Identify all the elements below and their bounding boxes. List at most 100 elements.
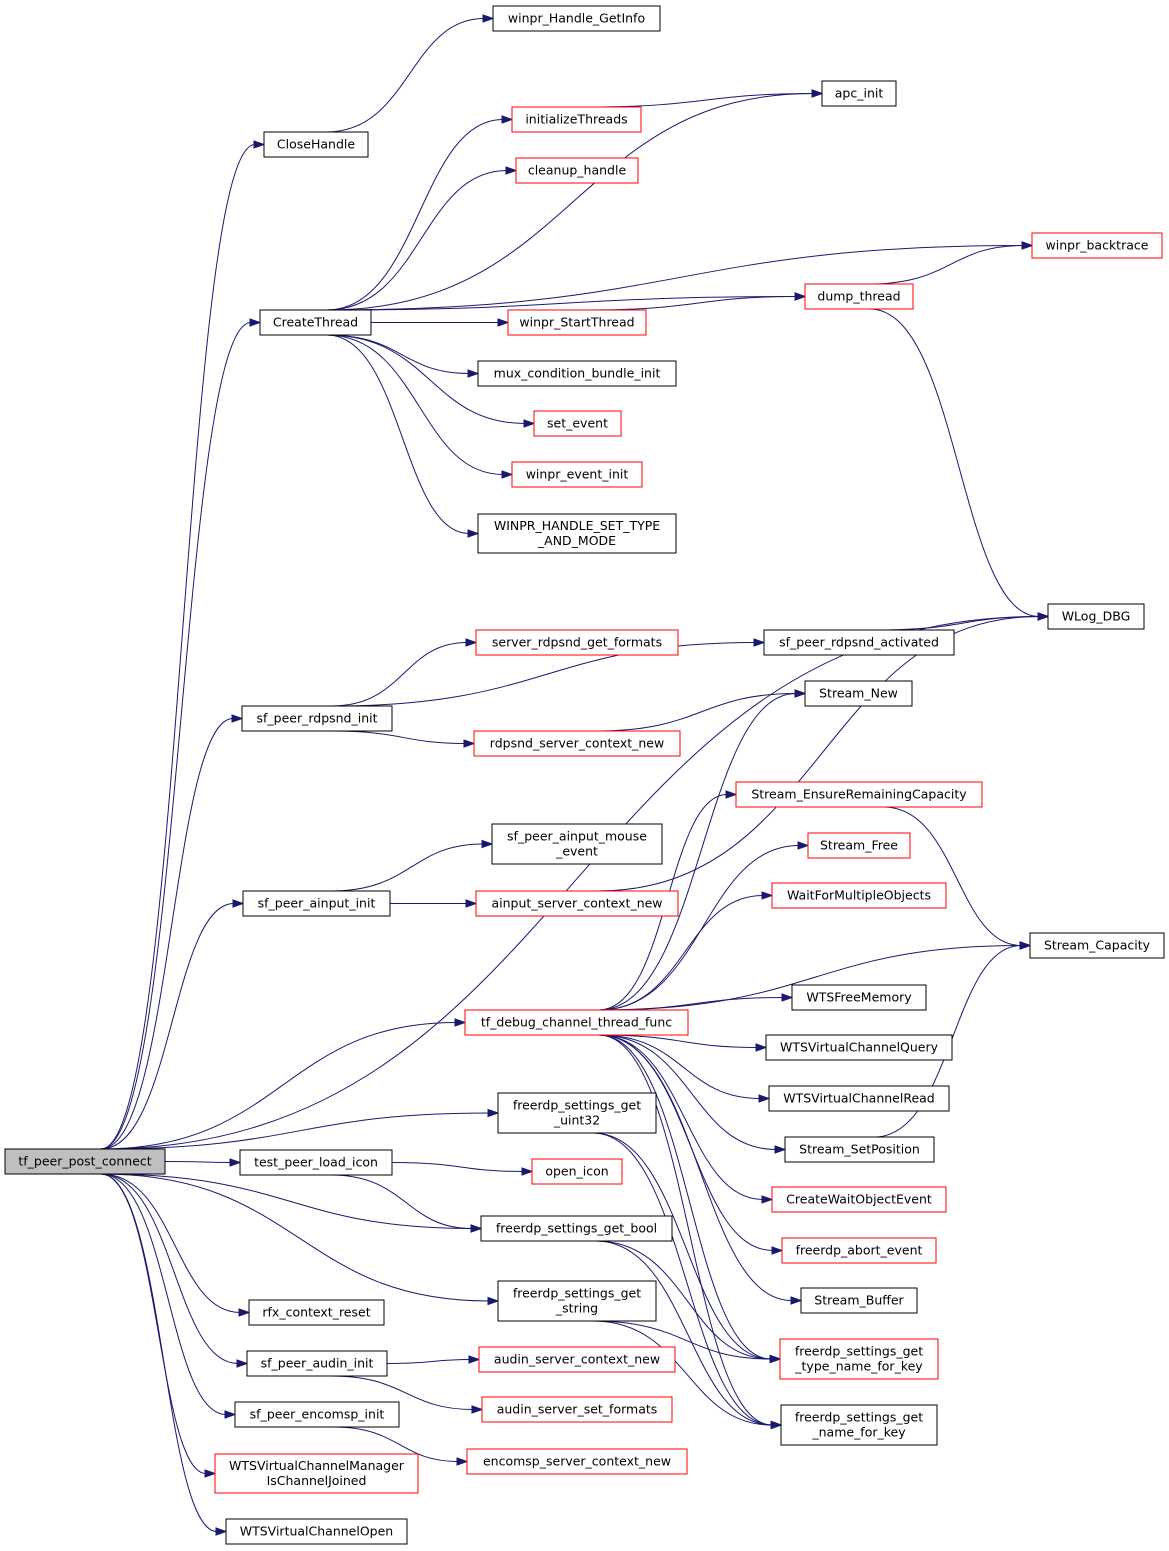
node-box [497, 1280, 657, 1322]
node-freerdp-settings-get-uint32[interactable]: freerdp_settings_get_uint32 [497, 1092, 657, 1134]
edge-tf-peer-post-connect-to-test-peer-load-icon [164, 1161, 232, 1163]
node-freerdp-settings-get-name-for-key[interactable]: freerdp_settings_get_name_for_key [780, 1404, 938, 1446]
node-waitformultipleobjects[interactable]: WaitForMultipleObjects [771, 882, 947, 909]
node-initializethreads[interactable]: initializeThreads [511, 106, 642, 133]
edge-createthread-to-cleanup-handle [326, 170, 508, 311]
edge-ainput-server-context-new-to-wlog-dbg [597, 616, 1040, 892]
node-stream-capacity[interactable]: Stream_Capacity [1029, 932, 1165, 959]
node-mux-condition-bundle-init[interactable]: mux_condition_bundle_init [477, 360, 677, 387]
arrowhead-test-peer-load-icon [229, 1158, 242, 1167]
node-label: WTSVirtualChannelManager [229, 1458, 405, 1473]
arrowhead-createwaitobjectevent [761, 1195, 774, 1204]
edge-tf-peer-post-connect-to-createthread [100, 322, 252, 1150]
node-box [248, 1299, 385, 1326]
edge-test-peer-load-icon-to-open-icon [391, 1162, 524, 1172]
node-server-rdpsnd-get-formats[interactable]: server_rdpsnd_get_formats [475, 629, 679, 656]
edge-sf-peer-rdpsnd-init-to-rdpsnd-server-context-new [331, 730, 466, 744]
node-label: apc_init [835, 86, 884, 101]
node-box [765, 1034, 953, 1061]
node-wtsvirtualchannelquery[interactable]: WTSVirtualChannelQuery [765, 1034, 953, 1061]
node-tf-peer-post-connect[interactable]: tf_peer_post_connect [4, 1148, 166, 1175]
node-label: sf_peer_ainput_mouse [507, 829, 647, 844]
edge-tf-debug-channel-thread-func-to-wtsvirtualchannelread [598, 1034, 761, 1099]
node-box [497, 1092, 657, 1134]
arrowhead-initializethreads [501, 115, 514, 124]
node-closehandle[interactable]: CloseHandle [263, 131, 369, 158]
node-box [477, 513, 677, 554]
arrowhead-sf-peer-ainput-init [232, 899, 245, 908]
node-rdpsnd-server-context-new[interactable]: rdpsnd_server_context_new [473, 730, 681, 757]
node-freerdp-settings-get-type-name-for-key[interactable]: freerdp_settings_get_type_name_for_key [779, 1338, 939, 1380]
node-label: ainput_server_context_new [491, 896, 662, 911]
node-stream-ensureremainingcapacity[interactable]: Stream_EnsureRemainingCapacity [735, 781, 983, 808]
node-test-peer-load-icon[interactable]: test_peer_load_icon [239, 1149, 393, 1176]
edge-tf-peer-post-connect-to-wtsvirtualchannelopen [100, 1173, 218, 1532]
node-createthread[interactable]: CreateThread [259, 309, 372, 336]
arrowhead-wtsvirtualchannelquery [755, 1043, 768, 1052]
node-encomsp-server-context-new[interactable]: encomsp_server_context_new [466, 1448, 688, 1475]
node-cleanup-handle[interactable]: cleanup_handle [515, 157, 639, 184]
nodes-layer: tf_peer_post_connect CloseHandleCreateThr… [4, 5, 1165, 1545]
node-apc-init[interactable]: apc_init [821, 80, 897, 107]
arrowhead-rdpsnd-server-context-new [463, 739, 476, 748]
edge-tf-peer-post-connect-to-sf-peer-ainput-init [100, 903, 235, 1150]
node-winpr-backtrace[interactable]: winpr_backtrace [1031, 232, 1163, 259]
node-wtsvirtualchannelread[interactable]: WTSVirtualChannelRead [768, 1085, 950, 1112]
node-freerdp-settings-get-string[interactable]: freerdp_settings_get_string [497, 1280, 657, 1322]
node-sf-peer-audin-init[interactable]: sf_peer_audin_init [246, 1350, 388, 1377]
node-stream-buffer[interactable]: Stream_Buffer [800, 1287, 918, 1314]
node-open-icon[interactable]: open_icon [531, 1158, 623, 1185]
node-label: freerdp_settings_get [513, 1098, 641, 1113]
node-box [4, 1148, 166, 1175]
node-dump-thread[interactable]: dump_thread [804, 283, 914, 310]
node-sf-peer-encomsp-init[interactable]: sf_peer_encomsp_init [234, 1401, 400, 1428]
node-audin-server-context-new[interactable]: audin_server_context_new [478, 1346, 676, 1373]
node-set-event[interactable]: set_event [533, 410, 622, 437]
edge-sf-peer-rdpsnd-init-to-sf-peer-rdpsnd-activated [331, 642, 756, 707]
node-winpr-handle-getinfo[interactable]: winpr_Handle_GetInfo [492, 5, 661, 32]
node-label: sf_peer_encomsp_init [250, 1407, 385, 1422]
node-stream-new[interactable]: Stream_New [804, 680, 913, 707]
node-label: _string [555, 1301, 598, 1316]
node-stream-free[interactable]: Stream_Free [807, 832, 911, 859]
node-label: encomsp_server_context_new [483, 1454, 671, 1469]
node-box [263, 131, 369, 158]
node-freerdp-abort-event[interactable]: freerdp_abort_event [781, 1237, 937, 1264]
node-createwaitobjectevent[interactable]: CreateWaitObjectEvent [771, 1186, 947, 1213]
node-box [1029, 932, 1165, 959]
node-audin-server-set-formats[interactable]: audin_server_set_formats [481, 1396, 673, 1423]
node-ainput-server-context-new[interactable]: ainput_server_context_new [475, 890, 679, 917]
arrowhead-ainput-server-context-new [465, 899, 478, 908]
node-wlog-dbg[interactable]: WLog_DBG [1047, 603, 1145, 630]
node-sf-peer-ainput-mouse-event[interactable]: sf_peer_ainput_mouse_event [491, 823, 663, 865]
node-winpr-event-init[interactable]: winpr_event_init [511, 461, 643, 488]
arrowhead-tf-debug-channel-thread-func [454, 1018, 467, 1027]
node-label: test_peer_load_icon [254, 1155, 378, 1170]
node-box [475, 890, 679, 917]
edge-tf-debug-channel-thread-func-to-stream-free [598, 845, 800, 1011]
node-label: freerdp_settings_get [795, 1344, 923, 1359]
node-stream-setposition[interactable]: Stream_SetPosition [784, 1136, 935, 1163]
node-winpr-startthread[interactable]: winpr_StartThread [507, 309, 647, 336]
node-rfx-context-reset[interactable]: rfx_context_reset [248, 1299, 385, 1326]
edge-createthread-to-winpr-handle-set-type-and-mode [326, 334, 470, 534]
node-wtsvirtualchannelopen[interactable]: WTSVirtualChannelOpen [225, 1518, 408, 1545]
node-label: rdpsnd_server_context_new [490, 736, 664, 751]
arrowhead-server-rdpsnd-get-formats [465, 638, 478, 647]
node-box [507, 309, 647, 336]
node-winpr-handle-set-type-and-mode[interactable]: WINPR_HANDLE_SET_TYPE_AND_MODE [477, 513, 677, 554]
node-label: WTSVirtualChannelOpen [240, 1524, 393, 1539]
node-sf-peer-rdpsnd-init[interactable]: sf_peer_rdpsnd_init [241, 705, 393, 732]
node-box [239, 1149, 393, 1176]
node-sf-peer-rdpsnd-activated[interactable]: sf_peer_rdpsnd_activated [763, 629, 955, 656]
node-box [478, 1346, 676, 1373]
node-wtsfreememory[interactable]: WTSFreeMemory [791, 984, 927, 1011]
node-freerdp-settings-get-bool[interactable]: freerdp_settings_get_bool [480, 1215, 673, 1242]
node-tf-debug-channel-thread-func[interactable]: tf_debug_channel_thread_func [464, 1009, 689, 1036]
node-sf-peer-ainput-init[interactable]: sf_peer_ainput_init [242, 890, 391, 917]
node-label: _type_name_for_key [794, 1359, 923, 1374]
edge-tf-peer-post-connect-to-freerdp-settings-get-string [100, 1173, 490, 1302]
edge-tf-peer-post-connect-to-wtsvirtualchannelmanagerischanneljoined [100, 1173, 207, 1474]
node-label: sf_peer_ainput_init [258, 896, 376, 911]
